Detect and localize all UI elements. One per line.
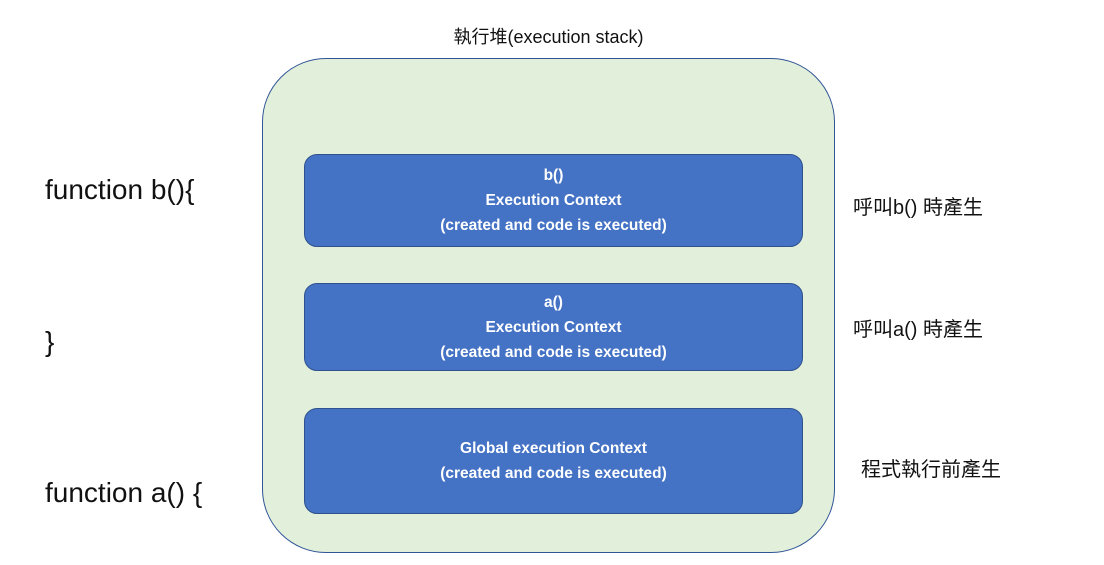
- code-line: function b(){: [45, 174, 195, 205]
- diagram-title: 執行堆(execution stack): [453, 27, 644, 47]
- frame-line: (created and code is executed): [440, 465, 667, 482]
- execution-stack-container: b() Execution Context (created and code …: [262, 58, 835, 553]
- code-line: }: [45, 325, 55, 357]
- frame-line: (created and code is executed): [440, 343, 667, 361]
- frame-line: Execution Context: [485, 192, 622, 209]
- annotation-call-b: 呼叫b() 時產生: [853, 197, 983, 219]
- execution-context-frame-global: Global execution Context (created and co…: [304, 408, 803, 514]
- code-line: function a() {: [45, 477, 203, 508]
- code-block: function b(){ } function a() { b(); } a(…: [45, 64, 202, 565]
- frame-line: Global execution Context: [460, 440, 647, 457]
- frame-line: Execution Context: [485, 318, 622, 336]
- execution-context-frame-b: b() Execution Context (created and code …: [304, 154, 803, 247]
- frame-line: a(): [544, 293, 563, 311]
- frame-line: b(): [543, 167, 564, 184]
- annotation-call-a: 呼叫a() 時產生: [853, 319, 983, 341]
- frame-line: (created and code is executed): [440, 217, 667, 234]
- annotation-global: 程式執行前產生: [861, 459, 1001, 481]
- execution-context-frame-a: a() Execution Context (created and code …: [304, 283, 803, 371]
